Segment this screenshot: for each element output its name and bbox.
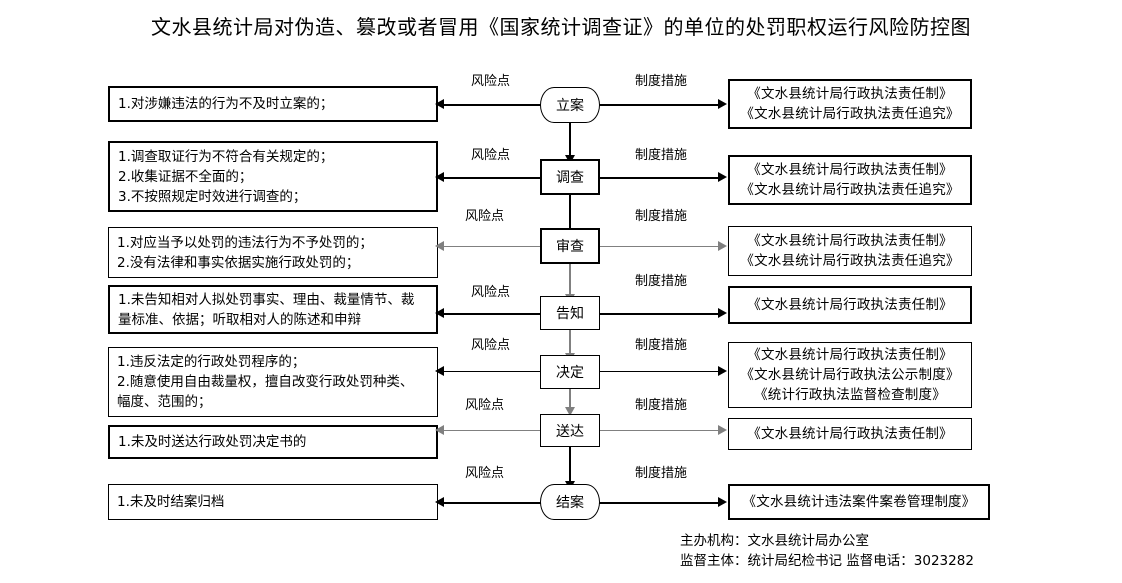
connector-label-measure-4: 制度措施 (634, 274, 689, 290)
arrow-right-1 (718, 99, 727, 109)
arrow-left-5 (435, 366, 444, 376)
connector-line-right-1 (596, 104, 718, 106)
connector-label-measure-2: 制度措施 (634, 148, 689, 164)
measure-box-5-line-3: 《统计行政执法监督检查制度》 (754, 387, 946, 403)
connector-line-right-5 (596, 371, 718, 372)
arrow-right-2 (718, 172, 727, 182)
measure-box-4[interactable]: 《文水县统计局行政执法责任制》 (728, 286, 972, 324)
arrow-left-7 (435, 497, 444, 507)
connector-line-right-3 (596, 246, 718, 247)
process-node-diaocha[interactable]: 调查 (540, 159, 600, 195)
process-node-shencha[interactable]: 审查 (540, 228, 600, 264)
measure-box-5-line-1: 《文水县统计局行政执法责任制》 (747, 347, 953, 363)
flow-line-4-5 (569, 329, 571, 355)
risk-box-2[interactable]: 1.调查取证行为不符合有关规定的； 2.收集证据不全面的； 3.不按照规定时效进… (108, 141, 438, 212)
connector-line-left-6 (444, 430, 570, 431)
connector-line-left-2 (444, 177, 570, 179)
connector-label-risk-7: 风险点 (464, 466, 506, 482)
flow-line-1-2 (569, 122, 571, 156)
risk-box-4-line-1: 1.未告知相对人拟处罚事实、理由、裁量情节、裁 (118, 291, 415, 308)
measure-box-2[interactable]: 《文水县统计局行政执法责任制》 《文水县统计局行政执法责任追究》 (728, 155, 972, 205)
risk-box-3-line-1: 1.对应当予以处罚的违法行为不予处罚的； (117, 234, 373, 251)
connector-line-right-2 (596, 177, 718, 179)
connector-label-measure-5: 制度措施 (634, 338, 689, 354)
connector-label-measure-7: 制度措施 (634, 466, 689, 482)
risk-box-4[interactable]: 1.未告知相对人拟处罚事实、理由、裁量情节、裁 量标准、依据；听取相对人的陈述和… (108, 285, 438, 334)
measure-box-6[interactable]: 《文水县统计局行政执法责任制》 (728, 418, 972, 450)
arrow-left-4 (435, 308, 444, 318)
arrow-left-6 (435, 425, 444, 435)
arrow-right-5 (718, 366, 727, 376)
arrow-left-3 (435, 241, 444, 251)
flow-line-6-7 (569, 447, 571, 483)
measure-box-1-line-1: 《文水县统计局行政执法责任制》 (747, 86, 953, 102)
risk-box-2-line-1: 1.调查取证行为不符合有关规定的； (118, 148, 334, 165)
measure-box-5[interactable]: 《文水县统计局行政执法责任制》 《文水县统计局行政执法公示制度》 《统计行政执法… (728, 342, 972, 408)
footer-organizer: 主办机构：文水县统计局办公室 (680, 533, 869, 549)
risk-box-7[interactable]: 1.未及时结案归档 (108, 484, 438, 520)
measure-box-2-line-1: 《文水县统计局行政执法责任制》 (747, 162, 953, 178)
measure-box-7-line-1: 《文水县统计违法案件案卷管理制度》 (742, 494, 976, 510)
risk-box-2-line-3: 3.不按照规定时效进行调查的； (118, 188, 307, 205)
risk-box-3[interactable]: 1.对应当予以处罚的违法行为不予处罚的； 2.没有法律和事实依据实施行政处罚的； (108, 227, 438, 278)
process-node-jueding[interactable]: 决定 (540, 355, 600, 389)
connector-line-right-4 (596, 313, 718, 315)
flow-line-3-4 (569, 264, 571, 296)
connector-label-measure-1: 制度措施 (634, 74, 689, 90)
risk-box-5-line-3: 幅度、范围的； (117, 394, 212, 410)
measure-box-6-line-1: 《文水县统计局行政执法责任制》 (747, 426, 953, 442)
connector-line-right-6 (596, 430, 718, 431)
connector-label-risk-2: 风险点 (470, 148, 512, 164)
connector-line-left-7 (444, 502, 570, 504)
connector-label-risk-4: 风险点 (470, 285, 512, 301)
connector-label-measure-3: 制度措施 (634, 209, 689, 225)
connector-label-risk-5: 风险点 (470, 338, 512, 354)
risk-box-6-line-1: 1.未及时送达行政处罚决定书的 (118, 434, 307, 450)
connector-label-risk-3: 风险点 (464, 209, 506, 225)
measure-box-5-line-2: 《文水县统计局行政执法公示制度》 (740, 367, 960, 383)
risk-box-5-line-1: 1.违反法定的行政处罚程序的； (117, 354, 306, 370)
arrow-right-7 (718, 497, 727, 507)
process-node-jiean[interactable]: 结案 (540, 484, 600, 520)
footer-supervisor: 监督主体：统计局纪检书记 监督电话：3023282 (680, 553, 974, 569)
connector-line-left-1 (444, 104, 570, 106)
arrow-left-2 (435, 172, 444, 182)
risk-box-4-line-2: 量标准、依据；听取相对人的陈述和申辩 (118, 311, 361, 328)
measure-box-3-line-1: 《文水县统计局行政执法责任制》 (747, 233, 953, 249)
arrow-right-6 (718, 425, 727, 435)
flow-line-2-3 (569, 195, 571, 229)
connector-label-risk-6: 风险点 (464, 398, 506, 414)
connector-label-risk-1: 风险点 (470, 74, 512, 90)
measure-box-4-line-1: 《文水县统计局行政执法责任制》 (747, 297, 953, 313)
process-node-gaozhi[interactable]: 告知 (540, 296, 600, 330)
measure-box-2-line-2: 《文水县统计局行政执法责任追究》 (740, 182, 960, 198)
risk-box-6[interactable]: 1.未及时送达行政处罚决定书的 (108, 425, 438, 459)
measure-box-7[interactable]: 《文水县统计违法案件案卷管理制度》 (728, 484, 990, 520)
connector-line-left-3 (444, 246, 570, 247)
risk-box-1[interactable]: 1.对涉嫌违法的行为不及时立案的； (108, 86, 438, 122)
connector-line-left-5 (444, 371, 570, 372)
risk-box-5-line-2: 2.随意使用自由裁量权，擅自改变行政处罚种类、 (117, 374, 414, 390)
risk-box-7-line-1: 1.未及时结案归档 (117, 494, 225, 510)
flow-line-5-6 (569, 388, 571, 410)
flow-arrow-5-6 (565, 407, 575, 416)
measure-box-3-line-2: 《文水县统计局行政执法责任追究》 (740, 253, 960, 269)
process-node-lian[interactable]: 立案 (540, 87, 600, 123)
risk-box-3-line-2: 2.没有法律和事实依据实施行政处罚的； (117, 254, 360, 271)
page-title: 文水县统计局对伪造、篡改或者冒用《国家统计调查证》的单位的处罚职权运行风险防控图 (151, 15, 971, 39)
risk-box-5[interactable]: 1.违反法定的行政处罚程序的； 2.随意使用自由裁量权，擅自改变行政处罚种类、 … (108, 347, 438, 417)
measure-box-3[interactable]: 《文水县统计局行政执法责任制》 《文水县统计局行政执法责任追究》 (728, 226, 972, 276)
arrow-left-1 (435, 99, 444, 109)
arrow-right-4 (718, 308, 727, 318)
connector-line-left-4 (444, 313, 570, 315)
arrow-right-3 (718, 241, 727, 251)
measure-box-1[interactable]: 《文水县统计局行政执法责任制》 《文水县统计局行政执法责任追究》 (728, 79, 972, 129)
connector-label-measure-6: 制度措施 (634, 398, 689, 414)
risk-box-2-line-2: 2.收集证据不全面的； (118, 168, 253, 185)
measure-box-1-line-2: 《文水县统计局行政执法责任追究》 (740, 106, 960, 122)
connector-line-right-7 (596, 502, 718, 504)
process-node-songda[interactable]: 送达 (540, 414, 600, 447)
risk-box-1-line-1: 1.对涉嫌违法的行为不及时立案的； (118, 96, 334, 112)
